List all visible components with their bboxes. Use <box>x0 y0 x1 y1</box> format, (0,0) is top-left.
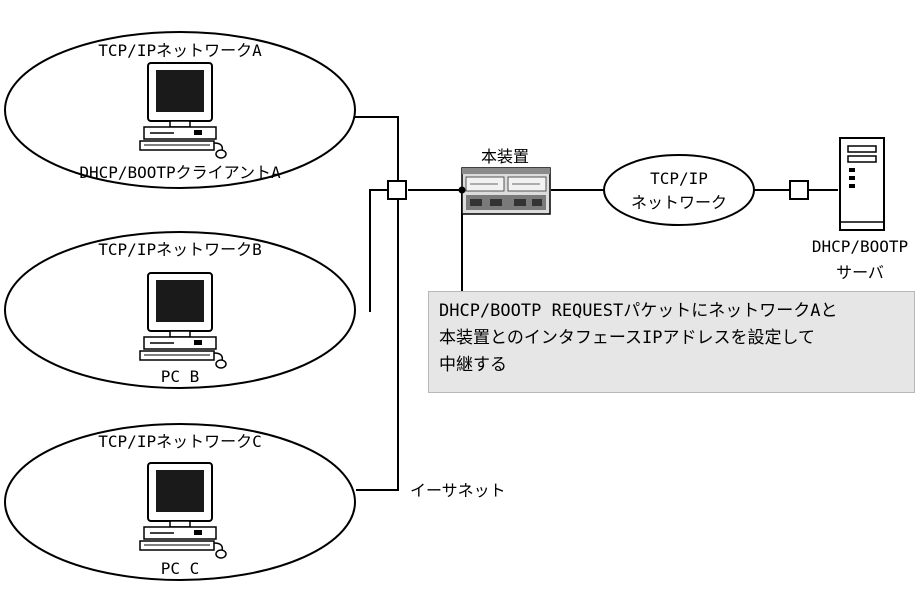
relay-note: DHCP/BOOTP REQUESTパケットにネットワークAと 本装置とのインタ… <box>428 291 915 393</box>
note-line-2: 本装置とのインタフェースIPアドレスを設定して <box>439 328 815 348</box>
server-label-2: サーバ <box>836 263 884 282</box>
network-b-label: TCP/IPネットワークB <box>98 240 261 259</box>
router-port-dot <box>458 186 466 194</box>
device-label: 本装置 <box>481 147 529 166</box>
note-line-1: DHCP/BOOTP REQUESTパケットにネットワークAと <box>439 301 838 321</box>
pc-c-label: PC C <box>161 559 200 578</box>
server-label-1: DHCP/BOOTP <box>812 237 908 256</box>
pc-b-label: PC B <box>161 367 200 386</box>
cloud-label-1: TCP/IP <box>650 169 708 188</box>
client-a-label: DHCP/BOOTPクライアントA <box>79 163 281 182</box>
ethernet-label: イーサネット <box>410 481 506 500</box>
note-line-3: 中継する <box>439 355 507 375</box>
server-icon <box>839 137 885 231</box>
hub-square-right <box>789 180 809 200</box>
router-icon <box>461 167 551 215</box>
hub-square-left <box>387 180 407 200</box>
cloud-label-2: ネットワーク <box>631 193 727 212</box>
network-a-label: TCP/IPネットワークA <box>98 41 262 60</box>
network-c-label: TCP/IPネットワークC <box>98 432 261 451</box>
tcpip-network-ellipse <box>603 154 755 226</box>
